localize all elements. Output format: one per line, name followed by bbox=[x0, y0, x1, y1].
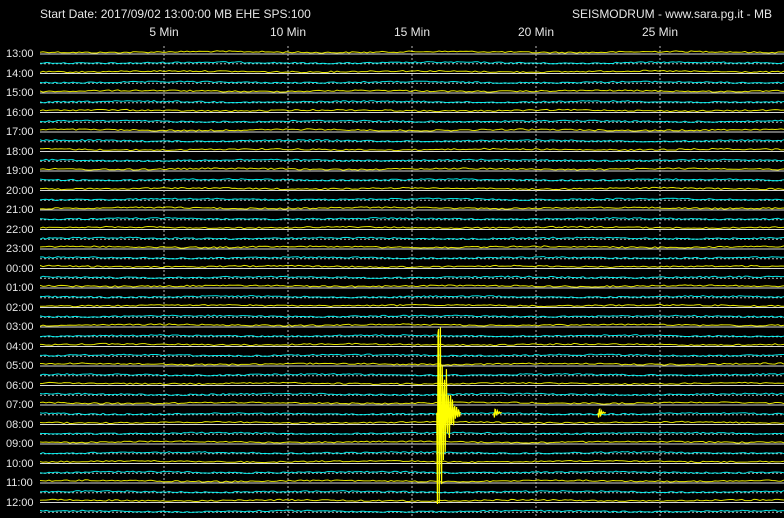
trace-line bbox=[40, 245, 784, 249]
hour-label: 00:00 bbox=[6, 262, 34, 275]
hour-label: 08:00 bbox=[6, 418, 34, 431]
hour-label: 17:00 bbox=[6, 126, 34, 138]
trace-line bbox=[40, 158, 784, 162]
hour-label: 11:00 bbox=[6, 477, 33, 489]
seismogram-svg bbox=[40, 46, 784, 518]
hour-label: 15:00 bbox=[6, 87, 34, 99]
trace-line bbox=[40, 381, 784, 386]
hour-label: 10:00 bbox=[6, 457, 34, 470]
trace-line bbox=[40, 334, 784, 338]
trace-line bbox=[40, 451, 784, 455]
minute-label: 10 Min bbox=[269, 25, 307, 39]
start-date-info: Start Date: 2017/09/02 13:00:00 MB EHE S… bbox=[40, 7, 311, 21]
trace-line bbox=[40, 206, 784, 210]
trace-line bbox=[40, 509, 784, 513]
trace-line bbox=[40, 420, 784, 425]
hour-label: 03:00 bbox=[6, 321, 34, 333]
header-bar: Start Date: 2017/09/02 13:00:00 MB EHE S… bbox=[0, 0, 784, 46]
trace-line bbox=[40, 373, 784, 377]
trace-line bbox=[40, 323, 784, 327]
event-trace bbox=[597, 407, 606, 418]
trace-line bbox=[40, 186, 784, 191]
site-info: SEISMODRUM - www.sara.pg.it - MB bbox=[571, 7, 772, 21]
trace-line bbox=[40, 225, 784, 230]
trace-line bbox=[40, 236, 784, 240]
trace-line bbox=[40, 412, 784, 416]
hour-label: 18:00 bbox=[6, 145, 34, 158]
hour-axis: 13:00 14:00 15:00 16:00 17:00 18:00 19:00 20:00… bbox=[0, 46, 40, 518]
hour-label: 01:00 bbox=[6, 282, 34, 294]
hour-label: 13:00 bbox=[6, 48, 34, 60]
minute-label: 25 Min bbox=[641, 25, 679, 39]
trace-line bbox=[40, 401, 784, 405]
hour-label: 19:00 bbox=[6, 165, 34, 177]
trace-line bbox=[40, 459, 784, 464]
trace-line bbox=[40, 147, 784, 152]
minute-label: 20 Min bbox=[517, 25, 555, 39]
trace-line bbox=[40, 490, 784, 494]
trace-line bbox=[40, 50, 784, 54]
trace-line bbox=[40, 275, 784, 279]
trace-line bbox=[40, 303, 784, 308]
trace-line bbox=[40, 128, 784, 132]
trace-line bbox=[40, 392, 784, 396]
event-trace bbox=[493, 408, 502, 418]
hour-label: 12:00 bbox=[6, 496, 34, 509]
hour-label: 04:00 bbox=[6, 340, 34, 353]
trace-line bbox=[40, 100, 784, 104]
trace-line bbox=[40, 440, 784, 444]
seismogram-plot bbox=[40, 46, 784, 518]
trace-line bbox=[40, 80, 784, 84]
trace-line bbox=[40, 256, 784, 260]
trace-line bbox=[40, 353, 784, 357]
trace-line bbox=[40, 314, 784, 318]
hour-label: 09:00 bbox=[6, 438, 34, 450]
hour-label: 05:00 bbox=[6, 360, 34, 372]
trace-line bbox=[40, 197, 784, 201]
hour-label: 07:00 bbox=[6, 399, 34, 411]
trace-line bbox=[40, 89, 784, 93]
trace-line bbox=[40, 69, 784, 74]
trace-line bbox=[40, 167, 784, 171]
trace-line bbox=[40, 498, 784, 503]
hour-label: 23:00 bbox=[6, 243, 34, 255]
trace-line bbox=[40, 342, 784, 347]
hour-label: 22:00 bbox=[6, 223, 34, 236]
trace-line bbox=[40, 431, 784, 435]
hour-label: 06:00 bbox=[6, 379, 34, 392]
hour-label: 02:00 bbox=[6, 301, 34, 314]
trace-line bbox=[40, 61, 784, 65]
minute-label: 15 Min bbox=[393, 25, 431, 39]
trace-line bbox=[40, 108, 784, 113]
trace-line bbox=[40, 139, 784, 143]
trace-line bbox=[40, 264, 784, 269]
hour-label: 21:00 bbox=[6, 204, 34, 216]
trace-line bbox=[40, 217, 784, 221]
trace-line bbox=[40, 470, 784, 474]
trace-line bbox=[40, 479, 784, 483]
trace-line bbox=[40, 178, 784, 182]
trace-line bbox=[40, 362, 784, 366]
hour-label: 16:00 bbox=[6, 106, 34, 119]
hour-label: 20:00 bbox=[6, 184, 34, 197]
trace-line bbox=[40, 284, 784, 288]
hour-label: 14:00 bbox=[6, 67, 34, 80]
trace-line bbox=[40, 119, 784, 123]
trace-line bbox=[40, 295, 784, 299]
event-trace bbox=[436, 327, 461, 505]
minute-label: 5 Min bbox=[149, 25, 179, 39]
